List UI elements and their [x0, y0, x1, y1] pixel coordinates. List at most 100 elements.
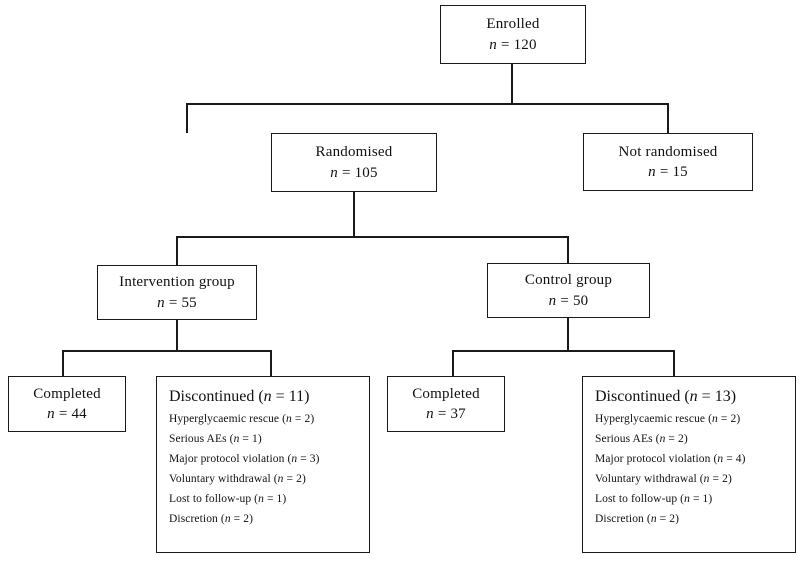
heading-count: 13 — [714, 388, 731, 405]
value: 120 — [513, 36, 537, 53]
node-completed-control-count: n = 37 — [426, 404, 466, 424]
n-symbol: n — [548, 292, 557, 309]
node-intervention-group-count: n = 55 — [157, 293, 197, 313]
connector-to-control — [567, 236, 569, 265]
reason-count: 1 — [276, 492, 283, 505]
reason-count: 2 — [730, 412, 737, 425]
n-symbol: n — [258, 492, 264, 505]
connector-to-completed-control — [452, 350, 454, 376]
reason-item: Hyperglycaemic rescue (n = 2) — [595, 412, 741, 425]
n-symbol: n — [648, 164, 656, 180]
connector-randomised-bar — [176, 236, 569, 238]
reason-label: Hyperglycaemic rescue — [169, 412, 280, 425]
node-completed-intervention-count: n = 44 — [47, 404, 87, 424]
node-discontinued-control: Discontinued (n = 13) Hyperglycaemic res… — [582, 376, 796, 553]
n-symbol: n — [157, 294, 165, 311]
heading-count: 11 — [288, 388, 305, 405]
connector-enrolled-stem — [511, 64, 513, 104]
reason-label: Voluntary withdrawal — [595, 472, 697, 485]
connector-enrolled-bar — [186, 103, 668, 105]
node-control-group: Control group n = 50 — [487, 263, 650, 318]
reason-label: Major protocol violation — [169, 452, 285, 465]
node-randomised-count: n = 105 — [330, 163, 377, 183]
connector-to-randomised — [186, 103, 188, 133]
n-symbol: n — [47, 406, 55, 422]
eq: = — [341, 164, 351, 181]
n-symbol: n — [659, 432, 666, 445]
reason-item: Discretion (n = 2) — [169, 512, 254, 525]
n-symbol: n — [224, 512, 231, 525]
node-control-group-label: Control group — [524, 272, 613, 289]
eq: = — [659, 164, 669, 180]
node-enrolled-label: Enrolled — [486, 16, 540, 33]
connector-to-completed-intervention — [62, 350, 64, 376]
n-symbol: n — [330, 164, 338, 181]
reason-label: Discretion — [595, 512, 644, 525]
reason-item: Major protocol violation (n = 4) — [595, 452, 746, 465]
reason-count: 4 — [735, 452, 742, 465]
reason-item: Major protocol violation (n = 3) — [169, 452, 320, 465]
node-randomised-label: Randomised — [315, 144, 393, 161]
node-enrolled: Enrolled n = 120 — [440, 5, 586, 64]
reason-label: Lost to follow-up — [169, 492, 252, 505]
connector-control-stem — [567, 318, 569, 351]
reason-item: Discretion (n = 2) — [595, 512, 680, 525]
node-not-randomised: Not randomised n = 15 — [583, 133, 753, 191]
connector-to-discontinued-control — [673, 350, 675, 376]
node-not-randomised-label: Not randomised — [618, 143, 718, 160]
n-symbol: n — [286, 412, 292, 425]
node-completed-control-label: Completed — [412, 385, 480, 402]
discontinued-intervention-heading: Discontinued (n = 11) — [169, 388, 310, 405]
node-completed-intervention-label: Completed — [33, 385, 101, 402]
node-discontinued-intervention: Discontinued (n = 11) Hyperglycaemic res… — [156, 376, 370, 553]
n-symbol: n — [233, 432, 240, 445]
node-randomised: Randomised n = 105 — [271, 133, 437, 192]
reason-label: Major protocol violation — [595, 452, 711, 465]
n-symbol: n — [291, 452, 298, 465]
eq: = — [500, 36, 510, 53]
eq: = — [437, 406, 447, 422]
connector-randomised-stem — [353, 192, 355, 237]
n-symbol: n — [712, 412, 718, 425]
reason-count: 2 — [669, 512, 676, 525]
reason-item: Hyperglycaemic rescue (n = 2) — [169, 412, 315, 425]
connector-intervention-bar — [62, 350, 271, 352]
reason-count: 2 — [677, 432, 684, 445]
discontinued-control-heading: Discontinued (n = 13) — [595, 388, 737, 405]
node-intervention-group-label: Intervention group — [119, 274, 235, 291]
value: 44 — [71, 406, 87, 422]
reason-label: Voluntary withdrawal — [169, 472, 271, 485]
reason-label: Hyperglycaemic rescue — [595, 412, 706, 425]
n-symbol: n — [489, 36, 497, 53]
heading-label: Discontinued — [169, 388, 255, 405]
n-symbol: n — [684, 492, 690, 505]
value: 15 — [672, 164, 688, 180]
reason-count: 2 — [296, 472, 302, 485]
connector-to-intervention — [176, 236, 178, 265]
reason-label: Lost to follow-up — [595, 492, 678, 505]
reason-count: 2 — [722, 472, 728, 485]
node-completed-intervention: Completed n = 44 — [8, 376, 126, 432]
reason-label: Serious AEs — [169, 432, 227, 445]
node-control-group-count: n = 50 — [549, 291, 589, 311]
reason-count: 1 — [251, 432, 258, 445]
connector-control-bar — [452, 350, 674, 352]
reason-label: Discretion — [169, 512, 218, 525]
connector-to-not-randomised — [667, 103, 669, 133]
reason-item: Lost to follow-up (n = 1) — [169, 492, 287, 505]
n-symbol: n — [717, 452, 724, 465]
eq: = — [560, 292, 569, 309]
reason-count: 2 — [243, 512, 250, 525]
n-symbol: n — [277, 472, 284, 485]
eq: = — [58, 406, 68, 422]
n-symbol: n — [426, 406, 434, 422]
n-symbol: n — [650, 512, 657, 525]
reason-item: Serious AEs (n = 1) — [169, 432, 262, 445]
reason-item: Serious AEs (n = 2) — [595, 432, 688, 445]
n-symbol: n — [703, 472, 710, 485]
n-symbol: n — [263, 388, 272, 405]
node-intervention-group: Intervention group n = 55 — [97, 265, 257, 320]
eq: = — [168, 294, 178, 311]
value: 55 — [181, 294, 197, 311]
